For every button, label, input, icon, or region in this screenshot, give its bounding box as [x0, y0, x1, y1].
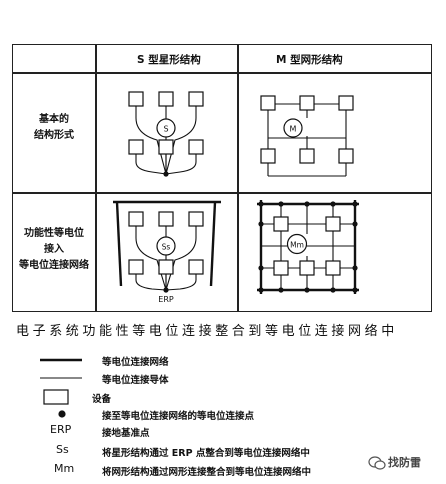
legend-text-1: 等电位连接导体: [102, 375, 169, 386]
m-integrated-center-label: Mm: [290, 241, 304, 250]
comparison-table: [12, 44, 432, 312]
legend-text-5: 将星形结构通过 ERP 点整合到等电位连接网络中: [102, 448, 310, 459]
legend-item-ss: Ss 将星形结构通过 ERP 点整合到等电位连接网络中: [40, 443, 430, 459]
legend-text-3: 接至等电位连接网络的等电位连接点: [102, 411, 255, 422]
s-basic-connection-point: [163, 171, 169, 177]
m-basic-center-label: M: [290, 125, 297, 134]
legend-text-0: 等电位连接网络: [102, 357, 169, 368]
s-basic-center-label: S: [163, 125, 168, 134]
ss-symbol: Ss: [56, 443, 69, 456]
table-divider-col1: [95, 44, 97, 312]
mm-symbol: Mm: [54, 462, 75, 475]
figure-caption: 电子系统功能性等电位连接整合到等电位连接网络中: [16, 324, 398, 339]
s-integrated-center-label: Ss: [162, 243, 171, 252]
thick-line-symbol: [40, 358, 82, 362]
diagram-m-basic: M: [260, 95, 354, 177]
legend-item-mm: Mm 将网形结构通过网形连接整合到等电位连接网络中: [40, 462, 430, 478]
legend-text-4: 接地基准点: [102, 428, 150, 439]
table-divider-row1: [12, 72, 432, 74]
watermark: 找防雷: [368, 452, 438, 474]
erp-symbol: ERP: [50, 423, 72, 436]
erp-point: [163, 287, 169, 293]
row-label-basic-line1: 基本的: [39, 114, 69, 125]
legend-item-thin-line: 等电位连接导体: [40, 370, 420, 386]
row-label-integrated-line1: 功能性等电位: [24, 228, 84, 239]
row-label-basic-line2: 结构形式: [34, 130, 74, 141]
legend-item-thick-line: 等电位连接网络: [40, 352, 420, 368]
header-s-star: S 型星形结构: [137, 54, 201, 66]
connection-dot-symbol: [58, 410, 66, 418]
legend-item-erp: ERP 接地基准点: [40, 423, 430, 439]
diagram-s-basic: S: [128, 91, 204, 177]
legend-text-6: 将网形结构通过网形连接整合到等电位连接网络中: [102, 467, 312, 478]
legend-text-2: 设备: [92, 394, 112, 405]
watermark-text: 找防雷: [388, 456, 421, 469]
table-divider-row2: [12, 192, 432, 194]
row-label-integrated: 功能性等电位 接入 等电位连接网络: [14, 226, 94, 274]
thin-line-symbol: [40, 377, 82, 379]
row-label-integrated-line3: 等电位连接网络: [19, 260, 89, 271]
erp-label: ERP: [158, 295, 174, 304]
row-label-integrated-line2: 接入: [44, 244, 64, 255]
legend-item-box: 设备: [40, 389, 420, 405]
header-m-mesh: M 型网形结构: [276, 54, 343, 66]
table-divider-col2: [237, 44, 239, 312]
diagram-s-integrated: Ss ERP: [113, 200, 221, 304]
chat-bubble-icon: [368, 456, 386, 470]
row-label-basic: 基本的 结构形式: [14, 112, 94, 144]
diagram-m-integrated: Mm: [257, 200, 359, 294]
legend-item-dot: 接至等电位连接网络的等电位连接点: [40, 406, 430, 422]
equipment-box-symbol: [43, 389, 69, 405]
